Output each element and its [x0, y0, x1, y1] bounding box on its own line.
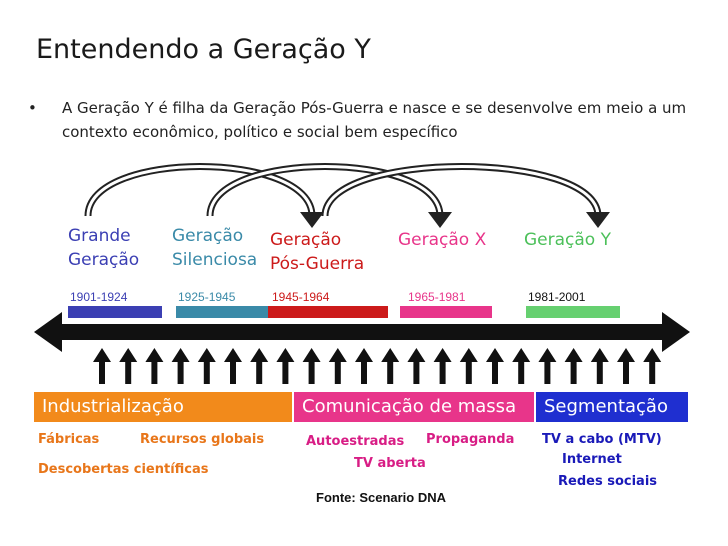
- up-arrow-icon: [486, 348, 504, 384]
- example-autoestradas: Autoestradas: [306, 434, 405, 449]
- bullet-icon: •: [28, 99, 37, 117]
- generation-label-y: Geração Y: [524, 228, 611, 252]
- example-fabricas: Fábricas: [38, 432, 100, 447]
- generation-y-line1: Geração Y: [524, 230, 611, 250]
- up-arrow-icon: [512, 348, 531, 384]
- example-descobertas: Descobertas científicas: [38, 462, 209, 477]
- source-credit: Fonte: Scenario DNA: [316, 490, 447, 505]
- generation-grande-line2: Geração: [68, 250, 140, 270]
- generation-grande-line1: Grande: [68, 226, 131, 246]
- band-comunicacao: Comunicação de massa: [294, 392, 534, 422]
- arc-posguerra-to-y-inner: [323, 165, 600, 217]
- up-arrow-icon: [171, 348, 190, 384]
- era-bar-1: [176, 306, 270, 318]
- timeline-right-arrowhead: [662, 312, 690, 352]
- arc-head-x: [428, 212, 452, 228]
- generation-label-x: Geração X: [398, 228, 486, 252]
- timeline-axis: [34, 312, 690, 352]
- up-arrow-icon: [643, 348, 662, 384]
- example-recursos-globais: Recursos globais: [140, 432, 265, 447]
- bullet-point: • A Geração Y é filha da Geração Pós-Gue…: [28, 96, 718, 144]
- timeline-bar: [50, 324, 670, 340]
- generation-posguerra-line1: Geração: [270, 230, 342, 250]
- up-arrow-icon: [381, 348, 400, 384]
- up-arrow-icon: [276, 348, 295, 384]
- up-arrow-icon: [145, 348, 164, 384]
- arc-grande-to-posguerra: [84, 163, 316, 217]
- up-arrow-icon: [250, 348, 269, 384]
- up-arrow-icon: [93, 348, 111, 384]
- example-propaganda: Propaganda: [426, 432, 515, 447]
- up-arrow-icon: [224, 348, 242, 384]
- example-tv-cabo: TV a cabo (MTV): [542, 432, 662, 447]
- years-x: 1965-1981: [408, 290, 466, 304]
- arc-head-y: [586, 212, 610, 228]
- era-bars: [68, 306, 620, 318]
- example-internet: Internet: [562, 452, 622, 467]
- generation-x-line1: Geração X: [398, 230, 487, 250]
- generation-label-grande: Grande Geração: [68, 224, 139, 272]
- band-industrializacao: Industrialização: [34, 392, 292, 422]
- era-bar-3: [400, 306, 492, 318]
- up-arrow-icon: [564, 348, 583, 384]
- generation-label-posguerra: Geração Pós-Guerra: [270, 228, 364, 276]
- up-arrow-icon: [433, 348, 452, 384]
- up-arrow-icon: [328, 348, 347, 384]
- example-redes-sociais: Redes sociais: [558, 474, 658, 489]
- years-silenciosa: 1925-1945: [178, 290, 236, 304]
- generation-posguerra-line2: Pós-Guerra: [270, 254, 365, 274]
- up-arrow-icon: [407, 348, 426, 384]
- timeline-left-arrowhead: [34, 312, 62, 352]
- years-y: 1981-2001: [528, 290, 586, 304]
- arc-head-posguerra: [300, 212, 324, 228]
- generation-label-silenciosa: Geração Silenciosa: [172, 224, 257, 272]
- generation-silenciosa-line1: Geração: [172, 226, 244, 246]
- arc-grande-to-posguerra-inner: [86, 165, 314, 217]
- era-bar-0: [68, 306, 162, 318]
- era-bar-4: [526, 306, 620, 318]
- up-arrow-icon: [119, 348, 138, 384]
- up-arrow-icon: [197, 348, 216, 384]
- years-posguerra: 1945-1964: [272, 290, 330, 304]
- up-arrow-icon: [302, 348, 321, 384]
- era-bar-2: [268, 306, 388, 318]
- influence-arcs: [84, 163, 610, 228]
- page-title: Entendendo a Geração Y: [36, 34, 371, 65]
- example-tv-aberta: TV aberta: [354, 456, 426, 471]
- bullet-text: A Geração Y é filha da Geração Pós-Guerr…: [62, 99, 687, 141]
- arc-posguerra-to-y: [321, 163, 602, 217]
- up-arrow-icon: [590, 348, 609, 384]
- up-arrow-icon: [538, 348, 557, 384]
- band-segmentacao: Segmentação: [536, 392, 688, 422]
- generation-silenciosa-line2: Silenciosa: [172, 250, 258, 270]
- up-arrow-icon: [617, 348, 635, 384]
- up-arrow-icon: [355, 348, 373, 384]
- years-grande: 1901-1924: [70, 290, 128, 304]
- arc-silenciosa-to-x-inner: [208, 165, 442, 217]
- up-arrow-icon: [459, 348, 478, 384]
- upward-arrows: [93, 348, 662, 384]
